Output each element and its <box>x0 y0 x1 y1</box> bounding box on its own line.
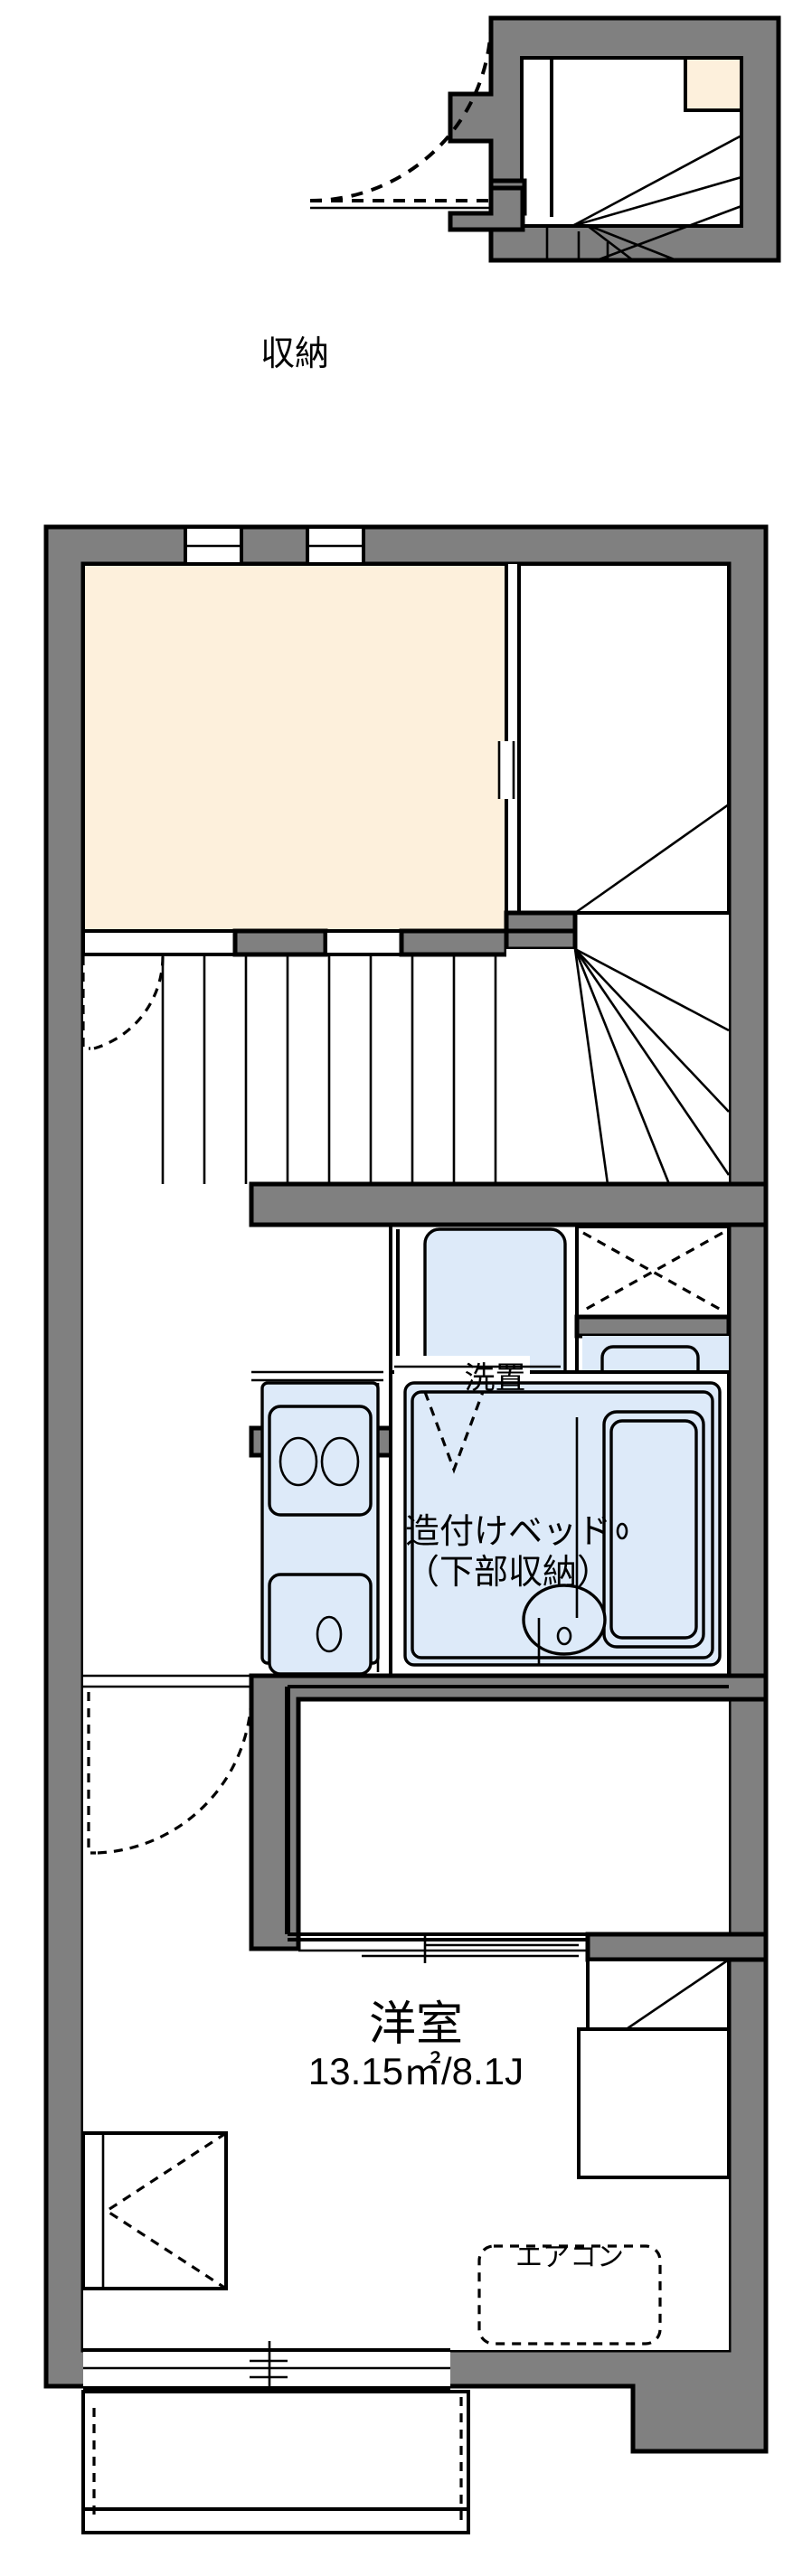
air-conditioner-zone <box>477 2027 731 2346</box>
upper-stairwell <box>504 562 731 952</box>
label-western-room-area: 13.15㎡/8.1J <box>307 2050 524 2092</box>
room-bathroom <box>389 1356 731 1678</box>
upper-entrance-block <box>309 15 781 263</box>
label-storage: 収納 <box>260 334 329 373</box>
mid-wall-band <box>249 1181 769 1227</box>
label-laundry: 洗置 <box>464 1360 526 1396</box>
balcony <box>81 2341 470 2534</box>
label-western-room-name: 洋室 <box>368 1998 463 2052</box>
stair-run <box>81 928 509 1184</box>
room-storage-closet <box>81 562 515 933</box>
label-built-in-bed-line1: 造付けベッド <box>404 1511 611 1551</box>
room-western <box>81 2131 228 2290</box>
room-kitchen <box>251 1370 383 1676</box>
label-air-conditioner: エアコン <box>515 2242 624 2273</box>
room-built-in-bed <box>83 1673 769 1963</box>
winder-stair <box>506 947 731 1186</box>
label-built-in-bed-line2: （下部収納） <box>404 1552 611 1592</box>
